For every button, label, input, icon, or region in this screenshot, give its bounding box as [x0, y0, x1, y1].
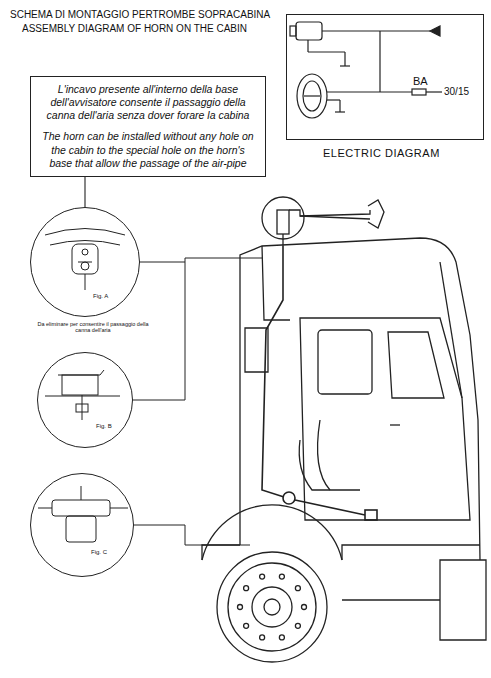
truck-cab — [440, 560, 486, 640]
air-pipe — [283, 492, 295, 504]
note-text: L'incavo presente all'interno della base… — [39, 83, 257, 122]
figure-label: Fig. B — [96, 423, 112, 429]
detail-figure — [66, 516, 96, 542]
wheel-lug — [279, 635, 284, 640]
electric-schematic — [412, 89, 426, 95]
air-pipe — [365, 510, 377, 520]
roof-horn — [282, 234, 283, 246]
wheel-lug — [238, 605, 243, 610]
roof-horn — [368, 200, 384, 228]
electric-schematic — [426, 91, 442, 92]
truck-cab — [390, 424, 400, 425]
leader-line — [133, 258, 262, 400]
wheel-lug — [260, 574, 265, 579]
electric-schematic — [297, 74, 327, 118]
detail-figure — [58, 370, 104, 375]
detail-figure — [76, 404, 88, 412]
wire-label: 30/15 — [444, 86, 469, 97]
air-pipe — [262, 246, 377, 520]
truck-cab — [388, 332, 444, 398]
truck-cab — [217, 552, 327, 662]
electric-schematic — [327, 99, 340, 100]
electric-schematic — [430, 26, 440, 36]
electric-schematic — [290, 26, 296, 36]
truck-cab — [240, 238, 480, 560]
truck-cab — [299, 440, 360, 490]
truck-cab — [318, 420, 330, 490]
detail-figure — [52, 500, 110, 516]
roof-horn — [277, 210, 289, 234]
roof-horn — [289, 210, 370, 216]
detail-figure — [38, 229, 128, 543]
electric-schematic — [340, 65, 350, 66]
electric-schematic — [344, 52, 345, 66]
diagram-frame: ELECTRIC DIAGRAM — [286, 14, 484, 140]
electric-schematic — [339, 100, 340, 112]
wheel-lug — [244, 586, 249, 591]
subtitle: ASSEMBLY DIAGRAM OF HORN ON THE CABIN — [22, 23, 247, 34]
truck-cab — [238, 574, 307, 640]
truck-cab — [202, 238, 486, 662]
electric-schematic — [303, 81, 321, 111]
detail-circle: Fig. B — [37, 352, 133, 448]
note-text: The horn can be installed without any ho… — [39, 130, 257, 169]
truck-cab — [262, 246, 290, 320]
figure-label: Fig. A — [93, 293, 108, 299]
detail-figure — [45, 396, 120, 397]
electric-schematic — [304, 95, 320, 96]
truck-cab — [318, 330, 372, 394]
roof-horn — [262, 197, 384, 246]
detail-figure — [72, 244, 98, 274]
detail-circle: Fig. ADa eliminare per consentire il pas… — [30, 207, 140, 317]
detail-figure — [45, 229, 125, 236]
detail-figure — [82, 249, 88, 255]
roof-horn — [300, 216, 370, 219]
truck-cab — [264, 599, 280, 615]
leader-line — [84, 177, 85, 207]
truck-cab — [252, 587, 292, 627]
electric-schematic — [322, 30, 430, 31]
electric-schematic — [296, 22, 322, 40]
detail-circle: Fig. C — [30, 473, 134, 577]
wheel-lug — [302, 605, 307, 610]
air-pipe — [295, 500, 365, 515]
electric-schematic — [327, 91, 412, 92]
wheel-lug — [244, 623, 249, 628]
detail-figure — [38, 508, 52, 509]
truck-cab — [342, 599, 440, 600]
truck-cab — [342, 545, 480, 560]
title: SCHEMA DI MONTAGGIO PERTROMBE SOPRACABIN… — [10, 9, 270, 20]
air-pipe — [262, 246, 284, 497]
detail-figure — [62, 375, 98, 395]
leader-line — [140, 262, 185, 263]
truck-cab — [300, 318, 470, 520]
detail-figure — [78, 262, 92, 263]
wheel-lug — [295, 623, 300, 628]
leader-line — [133, 258, 262, 545]
detail-figure — [81, 486, 82, 500]
roof-horn — [262, 197, 304, 239]
frame-heading: ELECTRIC DIAGRAM — [323, 147, 440, 159]
figure-label: Fig. C — [91, 549, 107, 555]
electric-schematic — [335, 111, 345, 112]
wire-label: BA — [413, 75, 428, 87]
detail-figure — [81, 262, 89, 270]
detail-figure — [85, 274, 86, 290]
wheel-lug — [260, 635, 265, 640]
detail-figure — [82, 395, 83, 420]
electric-schematic — [308, 51, 345, 52]
note-box: L'incavo presente all'interno della base… — [30, 76, 266, 177]
truck-cab — [202, 545, 240, 560]
electric-schematic — [379, 31, 380, 92]
figure-label: Da eliminare per consentire il passaggio… — [33, 321, 153, 334]
electric-schematic — [290, 22, 442, 118]
truck-cab — [228, 563, 316, 651]
detail-figure — [110, 508, 128, 509]
electric-schematic — [307, 40, 308, 52]
wheel-lug — [295, 586, 300, 591]
leader-line — [134, 525, 250, 545]
wheel-lug — [279, 574, 284, 579]
